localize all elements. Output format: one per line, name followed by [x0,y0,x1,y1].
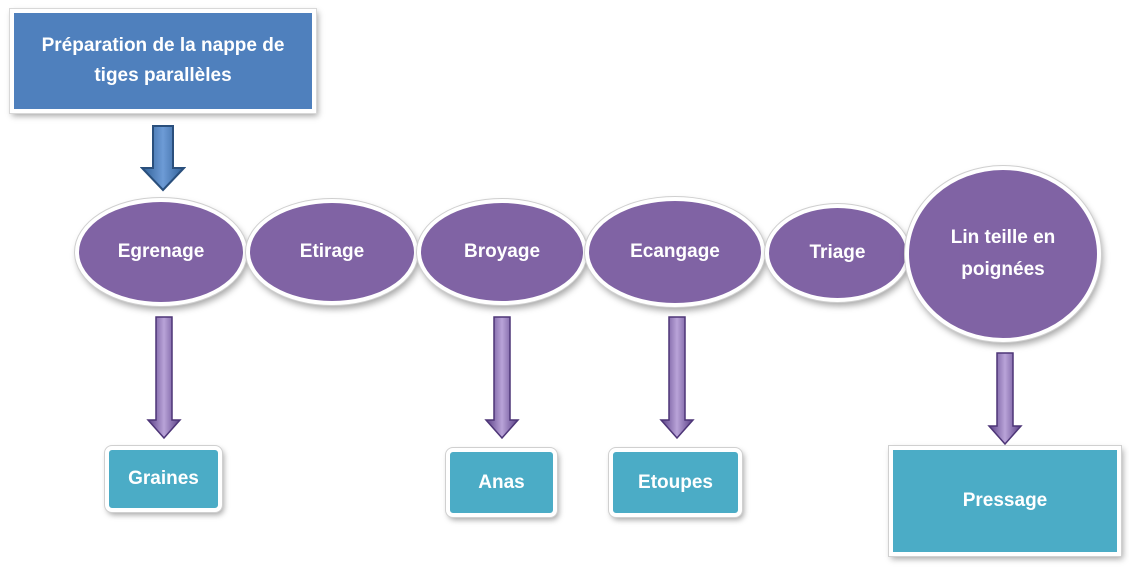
output-anas: Anas [446,448,557,517]
start-box: Préparation de la nappe de tiges parallè… [10,9,316,113]
step-triage: Triage [765,204,910,302]
arrow-graines-icon [146,316,182,440]
step-etirage: Etirage [246,199,418,305]
step-lin-teille-label: Lin teille en poignées [950,227,1056,280]
arrow-anas-icon [484,316,520,440]
step-broyage-label: Broyage [463,241,541,262]
start-arrow-icon [140,125,186,192]
step-ecangage: Ecangage [585,197,765,307]
output-pressage: Pressage [889,446,1121,556]
arrow-pressage-icon [987,352,1023,446]
step-lin-teille: Lin teille en poignées [905,166,1101,342]
step-egrenage: Egrenage [75,198,247,306]
arrow-etoupes-icon [659,316,695,440]
output-pressage-label: Pressage [962,490,1048,511]
output-etoupes-label: Etoupes [638,471,713,493]
output-graines-label: Graines [128,468,199,489]
output-graines: Graines [105,446,222,512]
step-broyage: Broyage [417,199,587,305]
output-anas-label: Anas [478,471,525,493]
output-etoupes: Etoupes [609,448,742,517]
step-triage-label: Triage [809,242,866,263]
step-etirage-label: Etirage [299,241,365,262]
start-box-label: Préparation de la nappe de tiges parallè… [41,35,285,86]
step-egrenage-label: Egrenage [117,241,205,262]
step-ecangage-label: Ecangage [630,241,720,262]
